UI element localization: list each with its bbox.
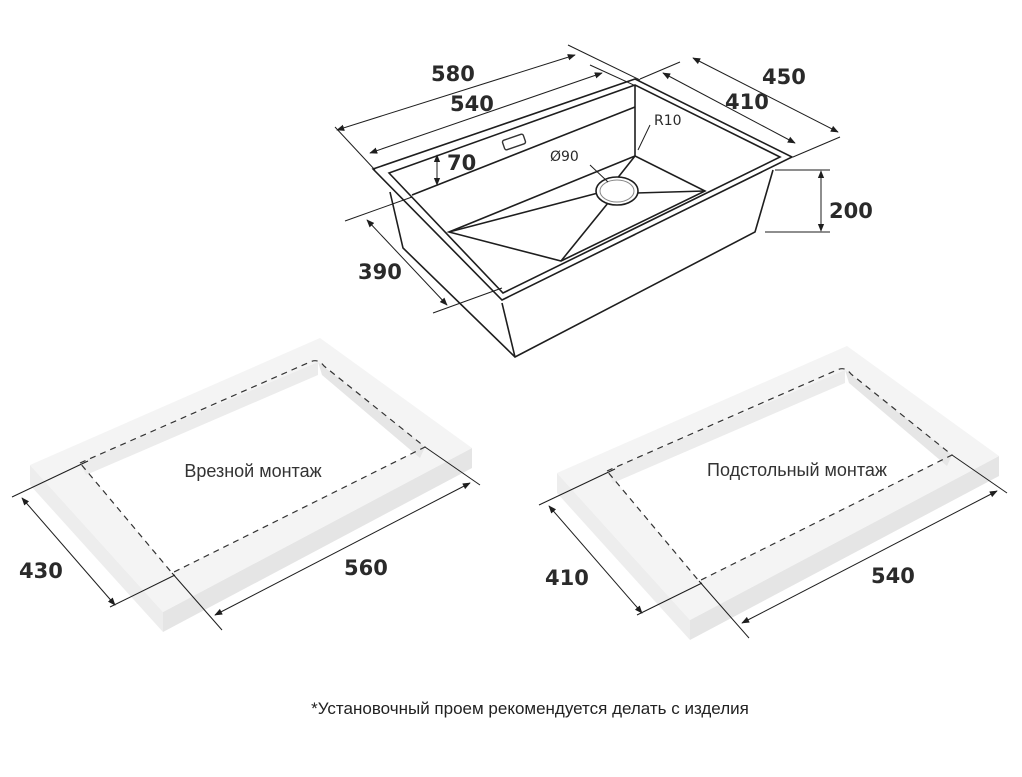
frame-label: Подстольный монтаж [707,460,887,480]
sink-drawing [371,78,794,358]
dim-width: 430 [19,559,63,583]
drain-icon [595,176,639,206]
dim-outer-length: 580 [431,62,475,86]
dim-depth: 200 [829,199,873,223]
frame-undermount: Подстольный монтаж 410 540 [538,345,1008,641]
frame-inset-mount: Врезной монтаж 430 560 [11,337,481,633]
sink-dimensions: 580 540 450 410 200 390 70 R10 Ø90 [334,44,873,314]
dim-inner-length: 540 [450,92,494,116]
overflow-icon [501,133,527,151]
dim-outer-width: 450 [762,65,806,89]
dim-corner-radius: R10 [654,113,682,129]
dim-inner-width: 410 [725,90,769,114]
frame-label: Врезной монтаж [184,461,321,481]
dim-bowl-width: 390 [358,260,402,284]
footnote: *Установочный проем рекомендуется делать… [311,699,749,718]
dim-drain-diameter: Ø90 [550,149,579,165]
dim-length: 540 [871,564,915,588]
dim-length: 560 [344,556,388,580]
dim-shelf: 70 [447,151,476,175]
dim-width: 410 [545,566,589,590]
